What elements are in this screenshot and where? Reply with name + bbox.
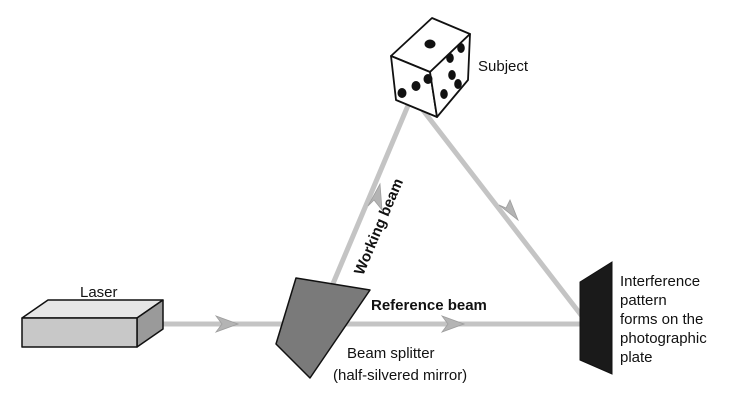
beam-arrows bbox=[214, 182, 519, 333]
label-plate-1: Interference bbox=[620, 273, 700, 290]
arrow-reference-icon bbox=[440, 315, 466, 333]
object-beam-path bbox=[409, 93, 591, 327]
laser-device bbox=[21, 299, 164, 348]
photographic-plate bbox=[579, 261, 613, 375]
die-pips bbox=[397, 39, 465, 99]
label-plate-5: plate bbox=[620, 349, 653, 366]
label-laser: Laser bbox=[80, 284, 118, 301]
label-subject: Subject bbox=[478, 58, 529, 75]
die-icon bbox=[390, 17, 471, 118]
laser-front bbox=[21, 317, 138, 348]
arrow-object-icon bbox=[498, 199, 519, 222]
beam-splitter bbox=[275, 277, 371, 379]
label-beam-splitter-2: (half-silvered mirror) bbox=[333, 367, 467, 384]
label-plate-2: pattern bbox=[620, 292, 667, 309]
label-reference-beam: Reference beam bbox=[371, 297, 487, 314]
arrow-working-icon bbox=[367, 182, 383, 212]
label-plate-4: photographic bbox=[620, 330, 707, 347]
arrow-laser-icon bbox=[214, 315, 240, 333]
label-beam-splitter-1: Beam splitter bbox=[347, 345, 435, 362]
label-plate-3: forms on the bbox=[620, 311, 703, 328]
